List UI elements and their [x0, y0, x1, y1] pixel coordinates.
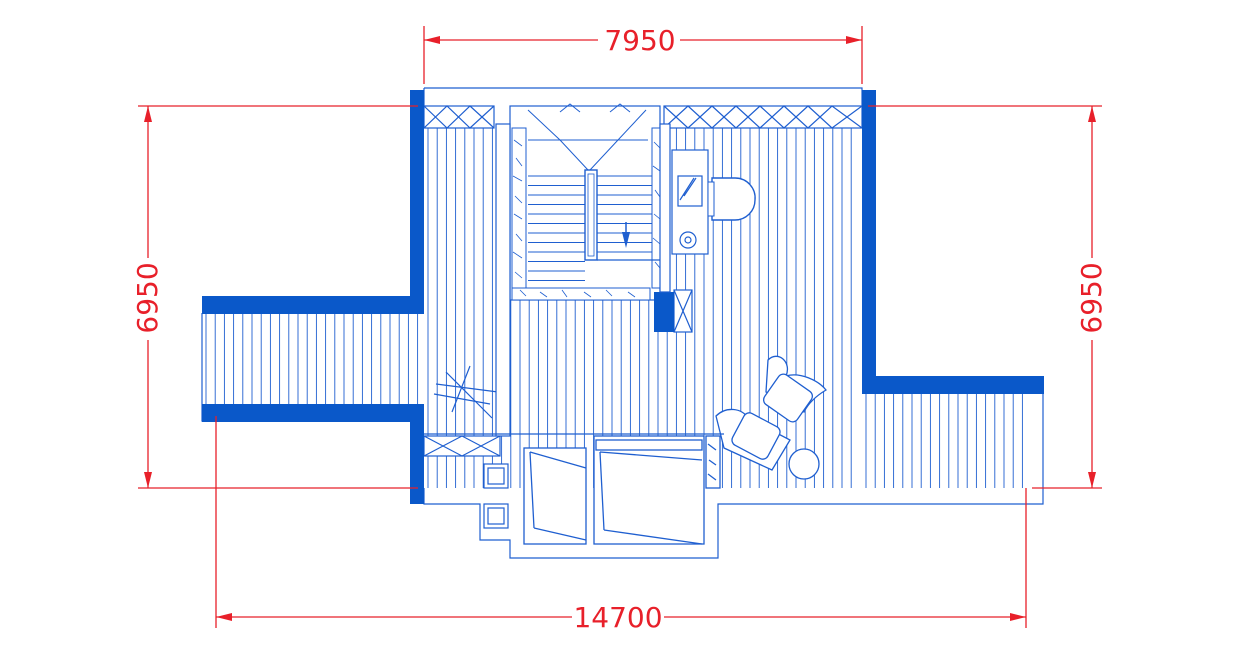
- dimension-left: [138, 105, 418, 489]
- floorboards-right-wing: [865, 394, 1023, 488]
- plant-decor-icon: [433, 365, 499, 419]
- dimension-top-label: 7950: [604, 24, 675, 57]
- nightstands: [483, 463, 509, 529]
- window-right-small: [673, 289, 693, 333]
- dimension-left-label: 6950: [131, 262, 164, 333]
- dimension-bottom: [215, 416, 1027, 628]
- stair-well: [509, 103, 663, 301]
- window-bottom-left: [423, 435, 501, 457]
- stair-direction-arrow-icon: [622, 232, 630, 248]
- dimension-right-label: 6950: [1075, 262, 1108, 333]
- armchair-lower: [715, 408, 791, 471]
- door-jamb-block: [654, 292, 674, 332]
- armchair-upper: [762, 355, 827, 423]
- window-top-right: [663, 105, 863, 129]
- vanity-counter: [671, 149, 709, 255]
- window-top-left: [423, 105, 495, 129]
- side-table: [788, 448, 820, 480]
- dimension-top: [423, 26, 863, 84]
- toilet-icon: [711, 177, 756, 221]
- bed-right: [593, 435, 721, 545]
- stair-handrail: [584, 169, 598, 261]
- dimension-bottom-label: 14700: [573, 601, 662, 634]
- walls: [202, 90, 1044, 504]
- floorboards-left-wing: [205, 313, 419, 405]
- dimension-right: [868, 105, 1102, 489]
- partitions: [424, 123, 724, 437]
- bed-left: [523, 447, 587, 545]
